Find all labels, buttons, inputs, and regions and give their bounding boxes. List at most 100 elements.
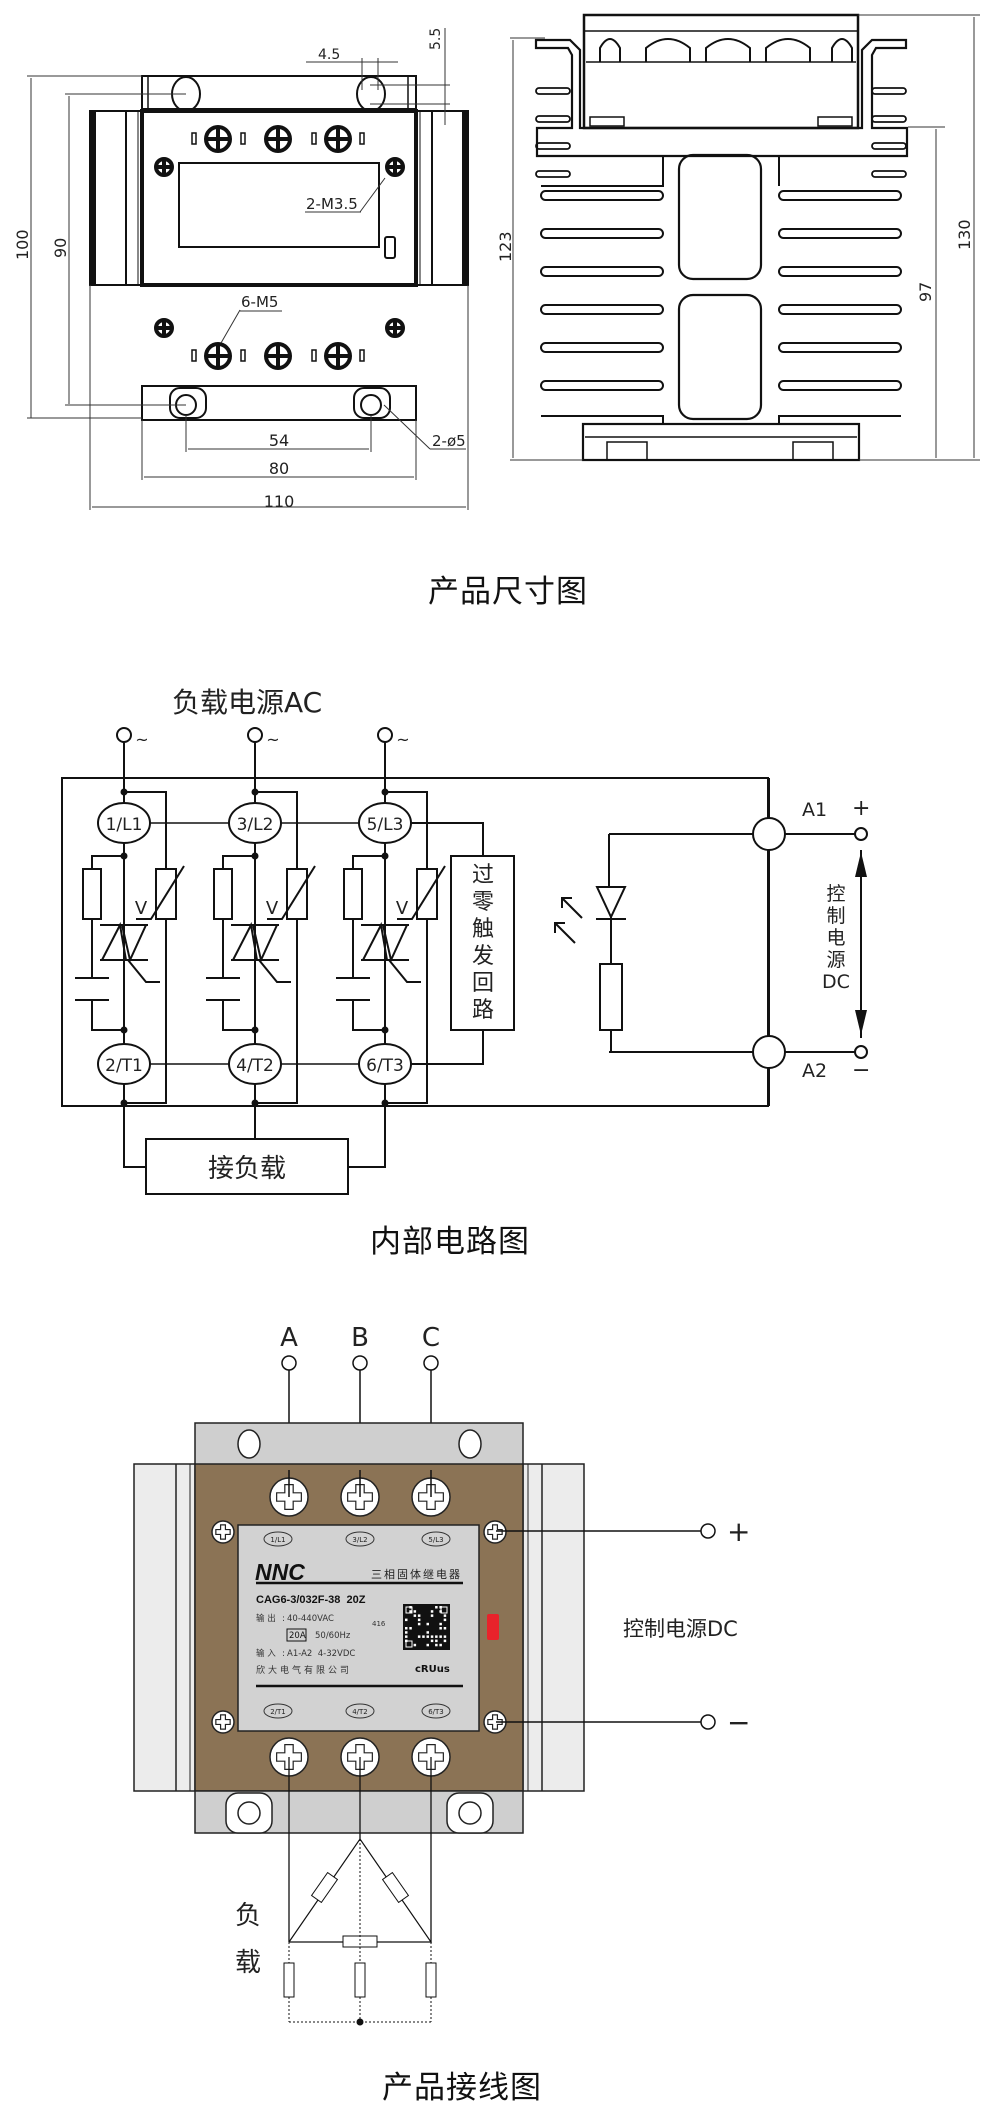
zero-cross-char: 触 [472, 917, 494, 942]
load-resistor-icon [354, 1962, 366, 1998]
screw-icon [264, 125, 292, 153]
screw-icon [385, 318, 405, 338]
zero-cross-char: 路 [472, 998, 494, 1023]
manufacturer: 欣大电气有限公司 [256, 1664, 352, 1676]
ul-cert-icon: cRUus [415, 1664, 450, 1675]
plate-terminal-label: 1/L1 [270, 1536, 285, 1544]
varistor-label: V [266, 898, 279, 919]
product-type: 三相固体继电器 [371, 1567, 462, 1581]
input-label: 输 入 [256, 1648, 276, 1659]
zero-cross-char: 发 [472, 944, 494, 969]
load-resistor-icon [342, 1935, 378, 1948]
plate-terminal-label: 5/L3 [428, 1536, 443, 1544]
dim-label-97: 97 [916, 282, 935, 302]
load-resistor-icon [381, 1871, 410, 1904]
plate-terminal [263, 1703, 293, 1719]
terminal-screws-top [191, 125, 365, 362]
dim-label-130: 130 [955, 219, 974, 250]
control-label-char: 控 [826, 883, 845, 905]
input-terminal-label: 3/L2 [237, 815, 274, 835]
screw-icon [324, 342, 352, 370]
load-wiring [283, 1757, 437, 2026]
label-a2: A2 [802, 1060, 827, 1082]
control-minus-terminal [700, 1714, 716, 1730]
screw-icon [154, 157, 174, 177]
output-terminal-label: 6/T3 [366, 1056, 404, 1076]
heatsink-left [133, 1463, 196, 1792]
control-label-char: DC [822, 971, 850, 993]
load-block-label: 接负载 [208, 1154, 286, 1184]
output-value: 40-440VAC [287, 1614, 334, 1624]
plate-terminal-label: 4/T2 [352, 1708, 368, 1716]
dim-label-100: 100 [13, 229, 32, 260]
heatsink-right [522, 1463, 585, 1792]
triac-icon [100, 921, 128, 961]
wiring-caption: 产品接线图 [382, 2070, 542, 2106]
light-emission-icon [554, 897, 583, 944]
plate-terminal [345, 1531, 375, 1547]
callout-6-m5: 6-M5 [241, 293, 278, 311]
side-view: 123 130 97 [496, 13, 980, 462]
control-plus-label: + [727, 1515, 750, 1548]
phase-terminal [352, 1355, 368, 1371]
ac-symbol: ~ [266, 730, 279, 749]
code-416: 416 [372, 1620, 386, 1628]
ac-symbol: ~ [135, 730, 148, 749]
screw-icon [264, 342, 292, 370]
model-number: CAG6-3/032F-38 20Z [256, 1594, 366, 1606]
zero-cross-char: 零 [472, 890, 494, 915]
screw-icon [385, 157, 405, 177]
dim-label-110: 110 [264, 492, 295, 511]
load-resistor-icon [283, 1962, 295, 1998]
callout-2-d5: 2-ø5 [432, 432, 466, 450]
control-plus-terminal [700, 1523, 716, 1539]
zero-cross-char: 回 [472, 971, 494, 996]
varistor-label: V [396, 898, 409, 919]
control-label-char: 制 [826, 905, 845, 927]
triac-icon [231, 921, 259, 961]
screw-icon [204, 125, 232, 153]
plate-terminal [421, 1531, 451, 1547]
svg-text::: : [282, 1649, 285, 1659]
plate-terminal [263, 1531, 293, 1547]
brand-logo: NNC [255, 1559, 305, 1585]
led-diode-icon [595, 886, 627, 920]
arrow-down-icon [855, 1010, 867, 1035]
phase-label-b: B [351, 1323, 369, 1353]
zero-cross-char: 过 [472, 863, 494, 888]
zero-cross-block [450, 855, 515, 1031]
dim-label-54: 54 [269, 431, 289, 450]
label-a1: A1 [802, 799, 827, 821]
control-label-char: 电 [826, 927, 845, 949]
phase-label-a: A [280, 1323, 298, 1353]
control-minus-label: − [727, 1706, 750, 1739]
plate-terminal [345, 1703, 375, 1719]
delta-connection [288, 1837, 433, 1943]
small-screws [154, 157, 405, 338]
label-minus: − [852, 1058, 870, 1083]
phase-label-c: C [422, 1323, 440, 1353]
input-terminal-label: 1/L1 [106, 815, 143, 835]
load-label-1: 负 [235, 1901, 261, 1931]
load-label-2: 载 [235, 1948, 261, 1978]
control-input: A1 A2 + − 控制电源DC [554, 778, 870, 1106]
arrow-up-icon [855, 852, 867, 877]
screw-icon [154, 318, 174, 338]
dimension-caption: 产品尺寸图 [428, 574, 588, 610]
frequency: 50/60Hz [315, 1631, 351, 1641]
plate-terminal [421, 1703, 451, 1719]
current-rating: 20A [289, 1631, 306, 1641]
phase-terminal [281, 1355, 297, 1371]
circuit-caption: 内部电路图 [370, 1224, 530, 1260]
input-value: A1-A2 4-32VDC [287, 1649, 355, 1659]
control-power-label: 控制电源DC [623, 1617, 738, 1641]
neutral-node [356, 2018, 364, 2026]
screw-icon [324, 125, 352, 153]
plate-terminal-label: 2/T1 [270, 1708, 286, 1716]
terminal-screws-bottom [204, 342, 352, 370]
